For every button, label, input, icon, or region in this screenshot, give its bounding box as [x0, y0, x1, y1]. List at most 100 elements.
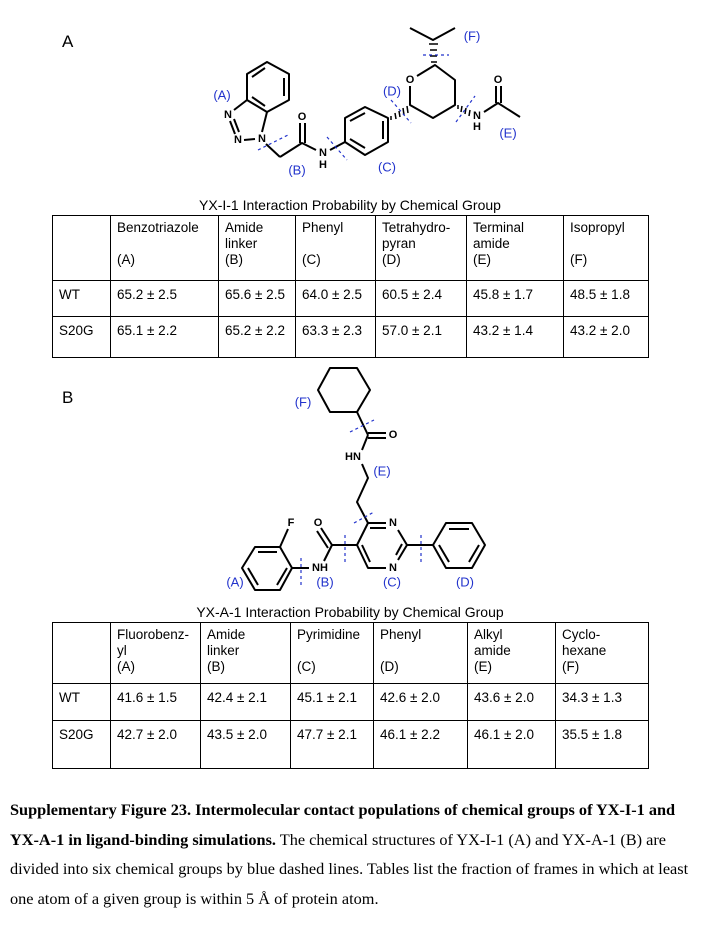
column-header-line: amide: [473, 236, 510, 251]
column-header-line: linker: [207, 643, 240, 658]
atom-o: O: [389, 429, 398, 441]
row-label: S20G: [52, 720, 111, 769]
table-b-title: YX-A-1 Interaction Probability by Chemic…: [196, 604, 504, 620]
group-label-e: (E): [499, 126, 516, 141]
table-cell: 65.1 ± 2.2: [110, 316, 219, 358]
atom-n: N: [389, 562, 397, 574]
table-cell: 34.3 ± 1.3: [555, 683, 649, 721]
structure-yx-i-1: N N N O N H O N H O (A) (B) (C) (D) (E) …: [213, 27, 521, 178]
column-header-line: [297, 643, 367, 659]
column-header-line: [117, 236, 212, 252]
column-header-line: Benzotriazole: [117, 220, 199, 235]
column-header: Phenyl (D): [373, 622, 468, 684]
column-header-line: Isopropyl: [570, 220, 625, 235]
column-header-line: Fluorobenz-: [117, 627, 190, 642]
column-header-line: Cyclo-: [562, 627, 601, 642]
atom-n: N: [224, 109, 232, 121]
row-label: S20G: [52, 316, 111, 358]
table-cell: 46.1 ± 2.0: [467, 720, 556, 769]
table-cell: 65.2 ± 2.5: [110, 280, 219, 317]
group-label-c: (C): [378, 160, 396, 175]
atom-f: F: [288, 517, 295, 529]
caption-text: The chemical structures of YX-I-1 (A) an…: [10, 829, 689, 908]
column-header-line: Pyrimidine: [297, 627, 361, 642]
column-header-line: Terminal: [473, 220, 525, 235]
atom-o: O: [314, 517, 323, 529]
column-header: Isopropyl (F): [563, 215, 649, 281]
column-header-line: linker: [225, 236, 258, 251]
cyclohexane-ring: [317, 367, 371, 413]
atom-o: O: [298, 111, 307, 123]
column-header: Tetrahydro-pyran(D): [375, 215, 467, 281]
atom-h: H: [319, 159, 327, 171]
column-header-line: hexane: [562, 643, 607, 658]
atom-n: N: [258, 133, 266, 145]
table-cell: 60.5 ± 2.4: [375, 280, 467, 317]
atom-n: N: [319, 147, 327, 159]
table-cell: 46.1 ± 2.2: [373, 720, 468, 769]
empty-corner-cell: [52, 215, 111, 281]
column-header-line: (C): [297, 659, 316, 674]
atom-h: H: [473, 121, 481, 133]
column-header-line: (F): [562, 659, 580, 674]
group-label-f: (F): [295, 395, 312, 410]
table-cell: 47.7 ± 2.1: [290, 720, 374, 769]
table-cell: 65.2 ± 2.2: [218, 316, 296, 358]
group-label-a: (A): [226, 575, 243, 590]
column-header-line: amide: [474, 643, 511, 658]
figure-caption: Supplementary Figure 23. Intermolecular …: [10, 795, 700, 913]
empty-corner-cell: [52, 622, 111, 684]
column-header-line: (E): [474, 659, 492, 674]
group-label-e: (E): [373, 464, 390, 479]
group-label-f: (F): [464, 29, 481, 44]
group-label-c: (C): [383, 575, 401, 590]
fluorophenyl-ring: [241, 546, 293, 591]
column-header: Fluorobenz-yl(A): [110, 622, 201, 684]
group-label-b: (B): [288, 163, 305, 178]
column-header-line: (B): [225, 252, 243, 267]
table-cell: 63.3 ± 2.3: [295, 316, 376, 358]
column-header-line: Phenyl: [302, 220, 344, 235]
group-label-d: (D): [456, 575, 474, 590]
table-cell: 64.0 ± 2.5: [295, 280, 376, 317]
group-label-a: (A): [213, 88, 230, 103]
column-header-line: (F): [570, 252, 588, 267]
table-cell: 35.5 ± 1.8: [555, 720, 649, 769]
phenyl-ring: [344, 106, 389, 156]
table-cell: 43.2 ± 2.0: [563, 316, 649, 358]
atom-o: O: [494, 74, 503, 86]
table-cell: 48.5 ± 1.8: [563, 280, 649, 317]
table-cell: 57.0 ± 2.1: [375, 316, 467, 358]
column-header-line: (D): [382, 252, 401, 267]
table-cell: 43.5 ± 2.0: [200, 720, 291, 769]
column-header-line: (B): [207, 659, 225, 674]
atom-n: N: [389, 517, 397, 529]
column-header-line: [380, 643, 461, 659]
panel-label-b: B: [62, 388, 74, 407]
table-cell: 45.8 ± 1.7: [466, 280, 564, 317]
table-cell: 43.6 ± 2.0: [467, 683, 556, 721]
table-cell: 41.6 ± 1.5: [110, 683, 201, 721]
atom-n: N: [234, 134, 242, 146]
row-label: WT: [52, 683, 111, 721]
column-header-line: pyran: [382, 236, 416, 251]
table-cell: 42.7 ± 2.0: [110, 720, 201, 769]
column-header-line: (C): [302, 252, 321, 267]
column-header: Phenyl (C): [295, 215, 376, 281]
structure-yx-a-1: O HN N N O NH F (A) (B) (C) (D) (E) (F): [226, 367, 486, 591]
table-cell: 65.6 ± 2.5: [218, 280, 296, 317]
atom-hn: HN: [345, 451, 361, 463]
group-label-d: (D): [383, 84, 401, 99]
panel-label-a: A: [62, 32, 74, 51]
column-header-line: (E): [473, 252, 491, 267]
